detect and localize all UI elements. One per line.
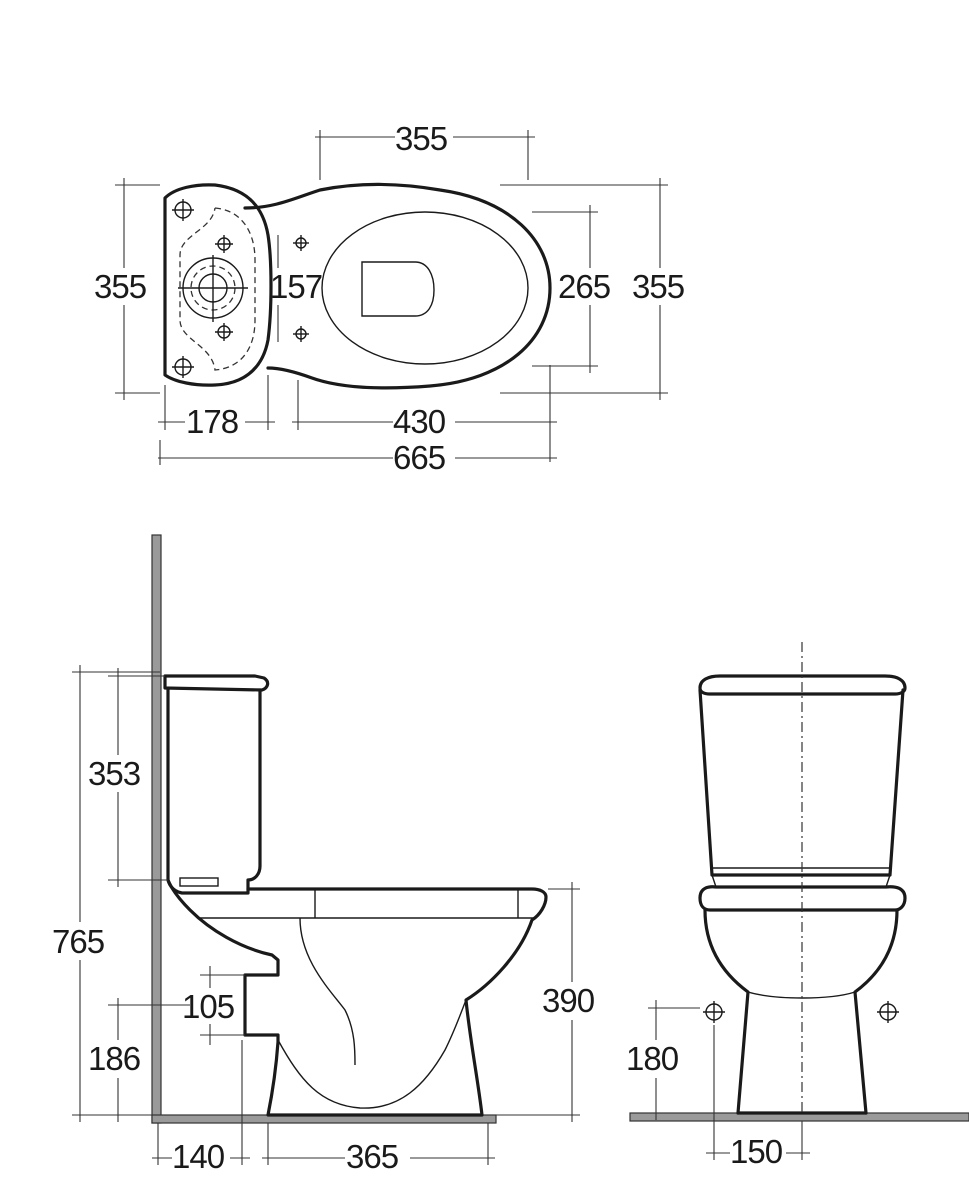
dim-outlet-diameter: 105	[182, 966, 245, 1045]
top-bowl-outline	[243, 182, 552, 390]
side-view: 353 765 105 186	[52, 534, 596, 1175]
side-wall	[151, 534, 162, 1124]
dim-seat-height-label: 390	[542, 982, 595, 1019]
dim-pan-length: 430	[292, 365, 557, 462]
side-pan-outline	[166, 878, 548, 1117]
side-cistern-body	[166, 686, 262, 895]
dim-left-depth: 355	[94, 178, 160, 400]
top-fixing-hole-bl	[172, 356, 194, 378]
dim-cistern-depth-label: 178	[186, 403, 238, 440]
dim-fixing-offset-label: 150	[730, 1133, 783, 1170]
dim-wall-to-outlet: 140	[152, 1040, 250, 1175]
dim-top-width-label: 355	[395, 120, 447, 157]
dim-fixing-height-label: 180	[626, 1040, 679, 1077]
top-view: 355 355 157 265 35	[94, 120, 685, 476]
dim-right-depth: 355	[500, 178, 685, 400]
dim-cistern-depth: 178	[158, 375, 275, 440]
front-cistern-body	[698, 688, 905, 877]
top-fixing-hole-3	[215, 323, 233, 341]
dim-right-depth-label: 355	[632, 268, 684, 305]
top-fixing-hole-2	[215, 235, 233, 253]
dim-base-length: 365	[262, 1123, 495, 1175]
dim-overall-length-label: 665	[393, 439, 445, 476]
top-cistern-dashed	[179, 207, 256, 371]
dim-fixing-height: 180	[626, 1000, 700, 1120]
front-view: 180 150	[626, 642, 969, 1170]
front-fixing-hole-right	[877, 1001, 899, 1023]
dim-outlet-height-label: 186	[88, 1040, 140, 1077]
dim-seat-width-label: 265	[558, 268, 610, 305]
dim-cistern-height-label: 353	[88, 755, 140, 792]
dim-overall-length: 665	[158, 439, 557, 476]
dim-left-depth-label: 355	[94, 268, 146, 305]
dim-top-width: 355	[315, 120, 535, 180]
top-bolt-hole-upper	[293, 235, 309, 251]
top-cistern-outline	[163, 183, 273, 387]
top-seat-opening	[361, 261, 435, 317]
front-bowl	[703, 908, 899, 1115]
dim-seat-height: 390	[496, 882, 596, 1122]
dim-outlet-diameter-label: 105	[182, 988, 234, 1025]
dim-overall-height-label: 765	[52, 923, 104, 960]
dim-bolt-spacing-label: 157	[270, 268, 322, 305]
dim-bolt-spacing: 157	[270, 235, 323, 342]
top-fixing-hole-tl	[172, 199, 194, 221]
dim-fixing-offset: 150	[706, 1025, 810, 1170]
side-trap	[299, 917, 356, 1066]
side-cistern-lid	[163, 674, 270, 692]
dim-outlet-height: 186	[88, 998, 190, 1122]
top-bolt-hole-lower	[293, 326, 309, 342]
dim-overall-height: 765	[52, 665, 160, 1122]
dim-pan-length-label: 430	[393, 403, 446, 440]
dim-base-length-label: 365	[346, 1138, 398, 1175]
dim-cistern-height: 353	[88, 668, 168, 887]
dim-wall-to-outlet-label: 140	[172, 1138, 225, 1175]
dim-seat-width: 265	[532, 205, 611, 373]
top-seat-ring	[321, 211, 529, 365]
front-cistern-lid	[698, 674, 907, 696]
front-fixing-hole-left	[703, 1001, 725, 1023]
